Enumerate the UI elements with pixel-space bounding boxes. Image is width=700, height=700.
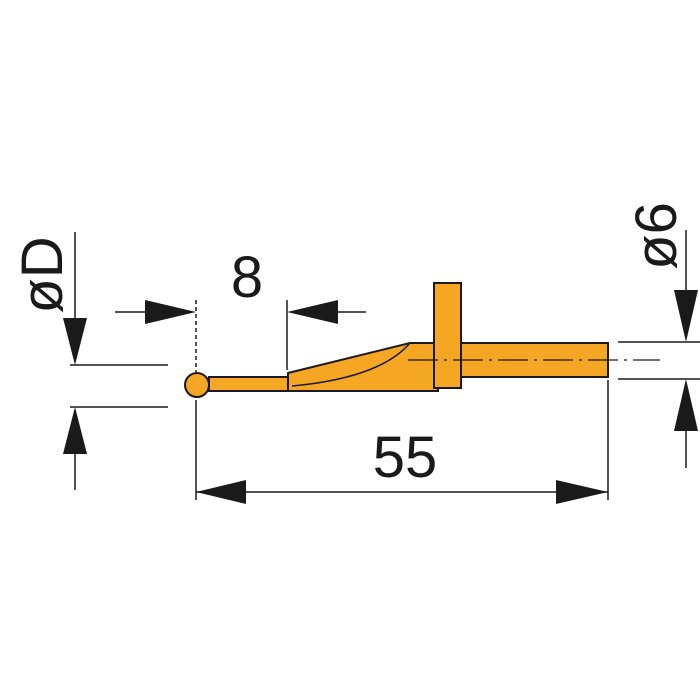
arrow-down-icon (674, 290, 698, 342)
dimension-ball-diameter: øD (10, 232, 87, 490)
stylus-stem (208, 376, 290, 392)
arrow-up-icon (674, 379, 698, 431)
arrow-right-icon (556, 480, 608, 504)
arrow-right-icon (145, 300, 196, 324)
dimension-total-length: 55 (196, 425, 608, 504)
arrow-down-icon (63, 318, 87, 365)
stylus-part (184, 282, 609, 398)
total-length-label: 55 (373, 425, 438, 490)
tip-length-label: 8 (231, 245, 263, 310)
stylus-flange (433, 282, 462, 389)
arrow-left-icon (287, 300, 338, 324)
extension-lines (70, 300, 700, 500)
shank-diameter-label: ø6 (624, 202, 689, 270)
arrow-left-icon (196, 480, 246, 504)
arrow-up-icon (63, 407, 87, 454)
ball-diameter-label: øD (10, 236, 75, 313)
taper-curve (291, 342, 411, 387)
dimension-shank-diameter: ø6 (624, 202, 698, 468)
stylus-ball (184, 372, 210, 398)
dimension-tip-length: 8 (115, 245, 366, 324)
